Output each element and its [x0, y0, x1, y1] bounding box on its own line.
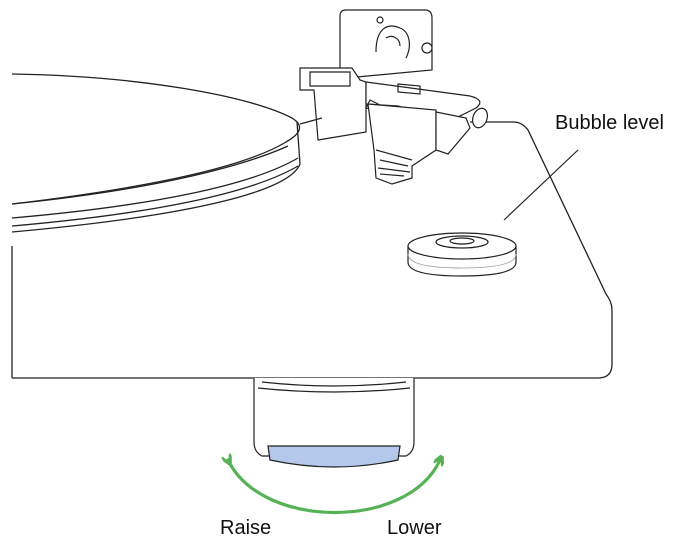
plinth	[11, 121, 613, 379]
bubble-level	[407, 232, 517, 277]
raise-label: Raise	[220, 517, 272, 539]
foot-adjust-ring[interactable]	[267, 445, 401, 468]
platter	[11, 73, 301, 233]
adjustable-foot	[253, 378, 415, 468]
lower-label: Lower	[387, 517, 442, 539]
tonearm-headshell	[299, 9, 489, 185]
bubble-level-label: Bubble level	[555, 112, 664, 134]
raise-lower-arrow	[228, 460, 440, 515]
bubble-level-leader-line	[503, 149, 579, 221]
